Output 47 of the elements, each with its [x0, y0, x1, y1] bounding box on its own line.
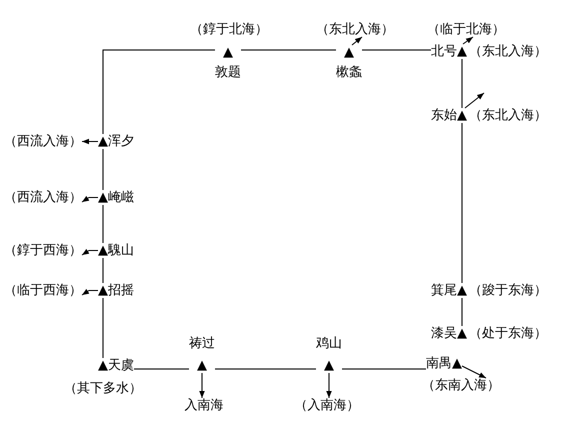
arrow — [199, 372, 205, 398]
mountain-label: ▲ 敦题 — [215, 45, 241, 80]
arrow — [352, 36, 362, 46]
note-label: （东南入海） — [422, 378, 500, 393]
note-label: （錞于西海） — [4, 243, 82, 258]
mountain-label: 漆吴▲ — [431, 326, 467, 341]
mountain-label: ▲浑夕 — [98, 134, 134, 149]
mountain-label: 南禺▲ — [426, 356, 462, 371]
note-label: 入南海 — [184, 398, 224, 413]
note-label: （其下多水） — [64, 381, 142, 396]
note-label: （东北入海） — [316, 22, 394, 37]
note-label: （东北入海） — [469, 108, 547, 123]
connector-line — [102, 50, 216, 134]
mountain-label: ▲招摇 — [98, 283, 134, 298]
note-label: （处于东海） — [469, 326, 547, 341]
mountain-label: ▲崦嵫 — [98, 190, 134, 205]
arrow — [82, 248, 98, 256]
note-label: （西流入海） — [4, 134, 82, 149]
note-label: （东北入海） — [469, 44, 547, 59]
arrow — [326, 372, 332, 398]
note-label: （入南海） — [294, 398, 360, 413]
arrow — [82, 196, 98, 202]
connector-line — [102, 204, 104, 244]
mountain-label: 祷过 ▲ — [189, 336, 215, 373]
note-label: （临于北海） — [427, 22, 505, 37]
mountain-label: ▲天虞 — [98, 358, 134, 373]
arrow — [462, 366, 486, 378]
mountain-label: 箕尾▲ — [431, 283, 467, 298]
connector-line — [102, 148, 104, 190]
arrow — [462, 36, 474, 44]
mountain-label: 鸡山 ▲ — [316, 336, 342, 373]
arrow — [82, 288, 98, 296]
mountain-label: ▲ 樕螽 — [336, 45, 362, 80]
connector-line — [342, 368, 426, 370]
arrow — [464, 92, 484, 108]
mountain-label: 北号▲ — [431, 44, 467, 59]
connector-line — [102, 298, 104, 358]
note-label: （临于西海） — [4, 283, 82, 298]
mountain-label: ▲騩山 — [98, 243, 134, 258]
connector-line — [102, 258, 104, 284]
connector-line — [134, 368, 190, 370]
note-label: （西流入海） — [4, 190, 82, 205]
note-label: （錞于北海） — [190, 22, 268, 37]
connector-line — [214, 368, 316, 370]
note-label: （踆于东海） — [469, 283, 547, 298]
mountain-label: 东始▲ — [431, 108, 467, 123]
arrow — [82, 138, 98, 144]
